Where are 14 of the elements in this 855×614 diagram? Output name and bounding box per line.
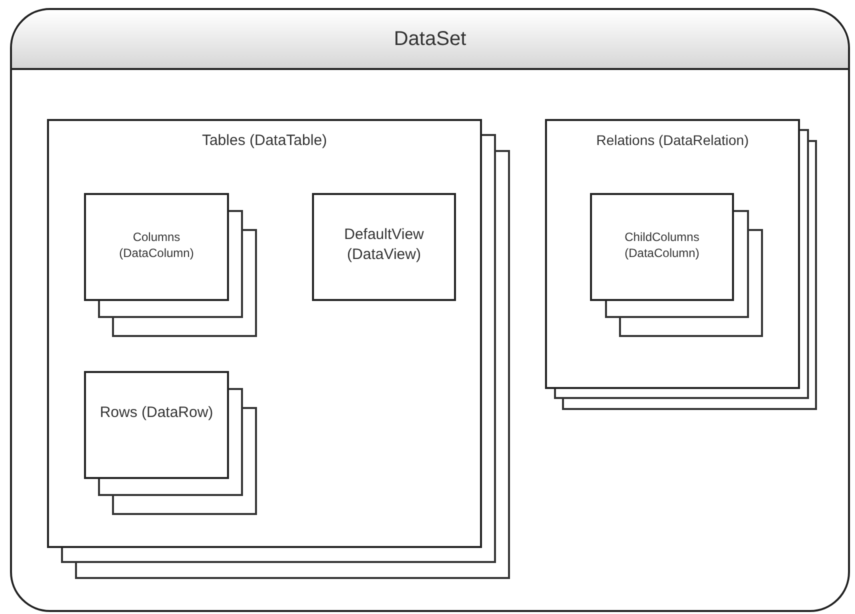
collection-box	[84, 371, 229, 479]
collection-box	[84, 193, 229, 301]
collection-box	[312, 193, 456, 301]
container-title: DataSet	[12, 10, 848, 70]
collection-box	[545, 119, 800, 389]
box-label: Rows (DataRow)	[98, 403, 214, 422]
box-label: DefaultView (DataView)	[343, 225, 425, 264]
box-label: Relations (DataRelation)	[595, 131, 750, 150]
collection-box	[47, 119, 482, 548]
collection-box	[590, 193, 734, 301]
box-label: Columns (DataColumn)	[118, 230, 195, 262]
box-label: Tables (DataTable)	[200, 131, 328, 150]
box-label: ChildColumns (DataColumn)	[624, 230, 700, 262]
container-frame	[10, 8, 850, 612]
